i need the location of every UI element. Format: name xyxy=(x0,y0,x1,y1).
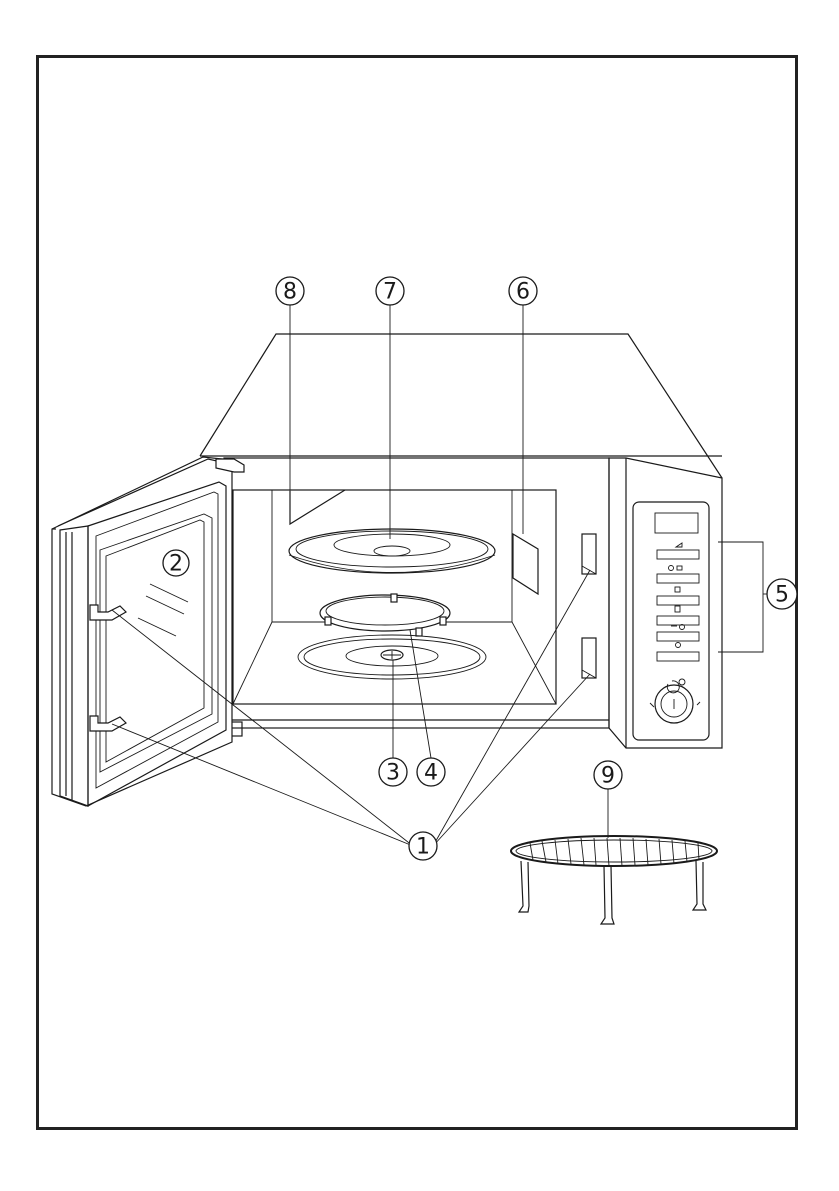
roller-ring xyxy=(320,594,450,636)
door-lock-slots xyxy=(582,534,596,678)
callout-5: 5 xyxy=(767,579,797,609)
oven-top xyxy=(200,334,722,478)
callout-4: 4 xyxy=(417,758,445,786)
waveguide-cover xyxy=(513,534,538,594)
callout-3: 3 xyxy=(379,758,407,786)
grill-heater xyxy=(290,490,345,524)
callout-9-label: 9 xyxy=(601,764,615,789)
callout-2: 2 xyxy=(163,550,189,577)
callout-8-label: 8 xyxy=(283,280,297,305)
callout-4-label: 4 xyxy=(424,761,438,786)
turntable-shaft xyxy=(298,635,486,679)
metal-rack xyxy=(511,836,717,924)
callout-9: 9 xyxy=(594,761,622,789)
callout-8: 8 xyxy=(276,277,304,305)
callout-6-label: 6 xyxy=(516,280,530,305)
glass-tray xyxy=(289,529,495,573)
callout-2-label: 2 xyxy=(169,552,183,577)
callout-6: 6 xyxy=(509,277,537,305)
control-panel xyxy=(609,458,722,748)
callout-1: 1 xyxy=(409,832,437,860)
callout-3-label: 3 xyxy=(386,761,400,786)
oven-door xyxy=(52,457,244,806)
callout-7: 7 xyxy=(376,277,404,305)
callout-1-label: 1 xyxy=(416,835,430,860)
callout-7-label: 7 xyxy=(383,280,397,305)
callout-5-label: 5 xyxy=(775,583,789,608)
